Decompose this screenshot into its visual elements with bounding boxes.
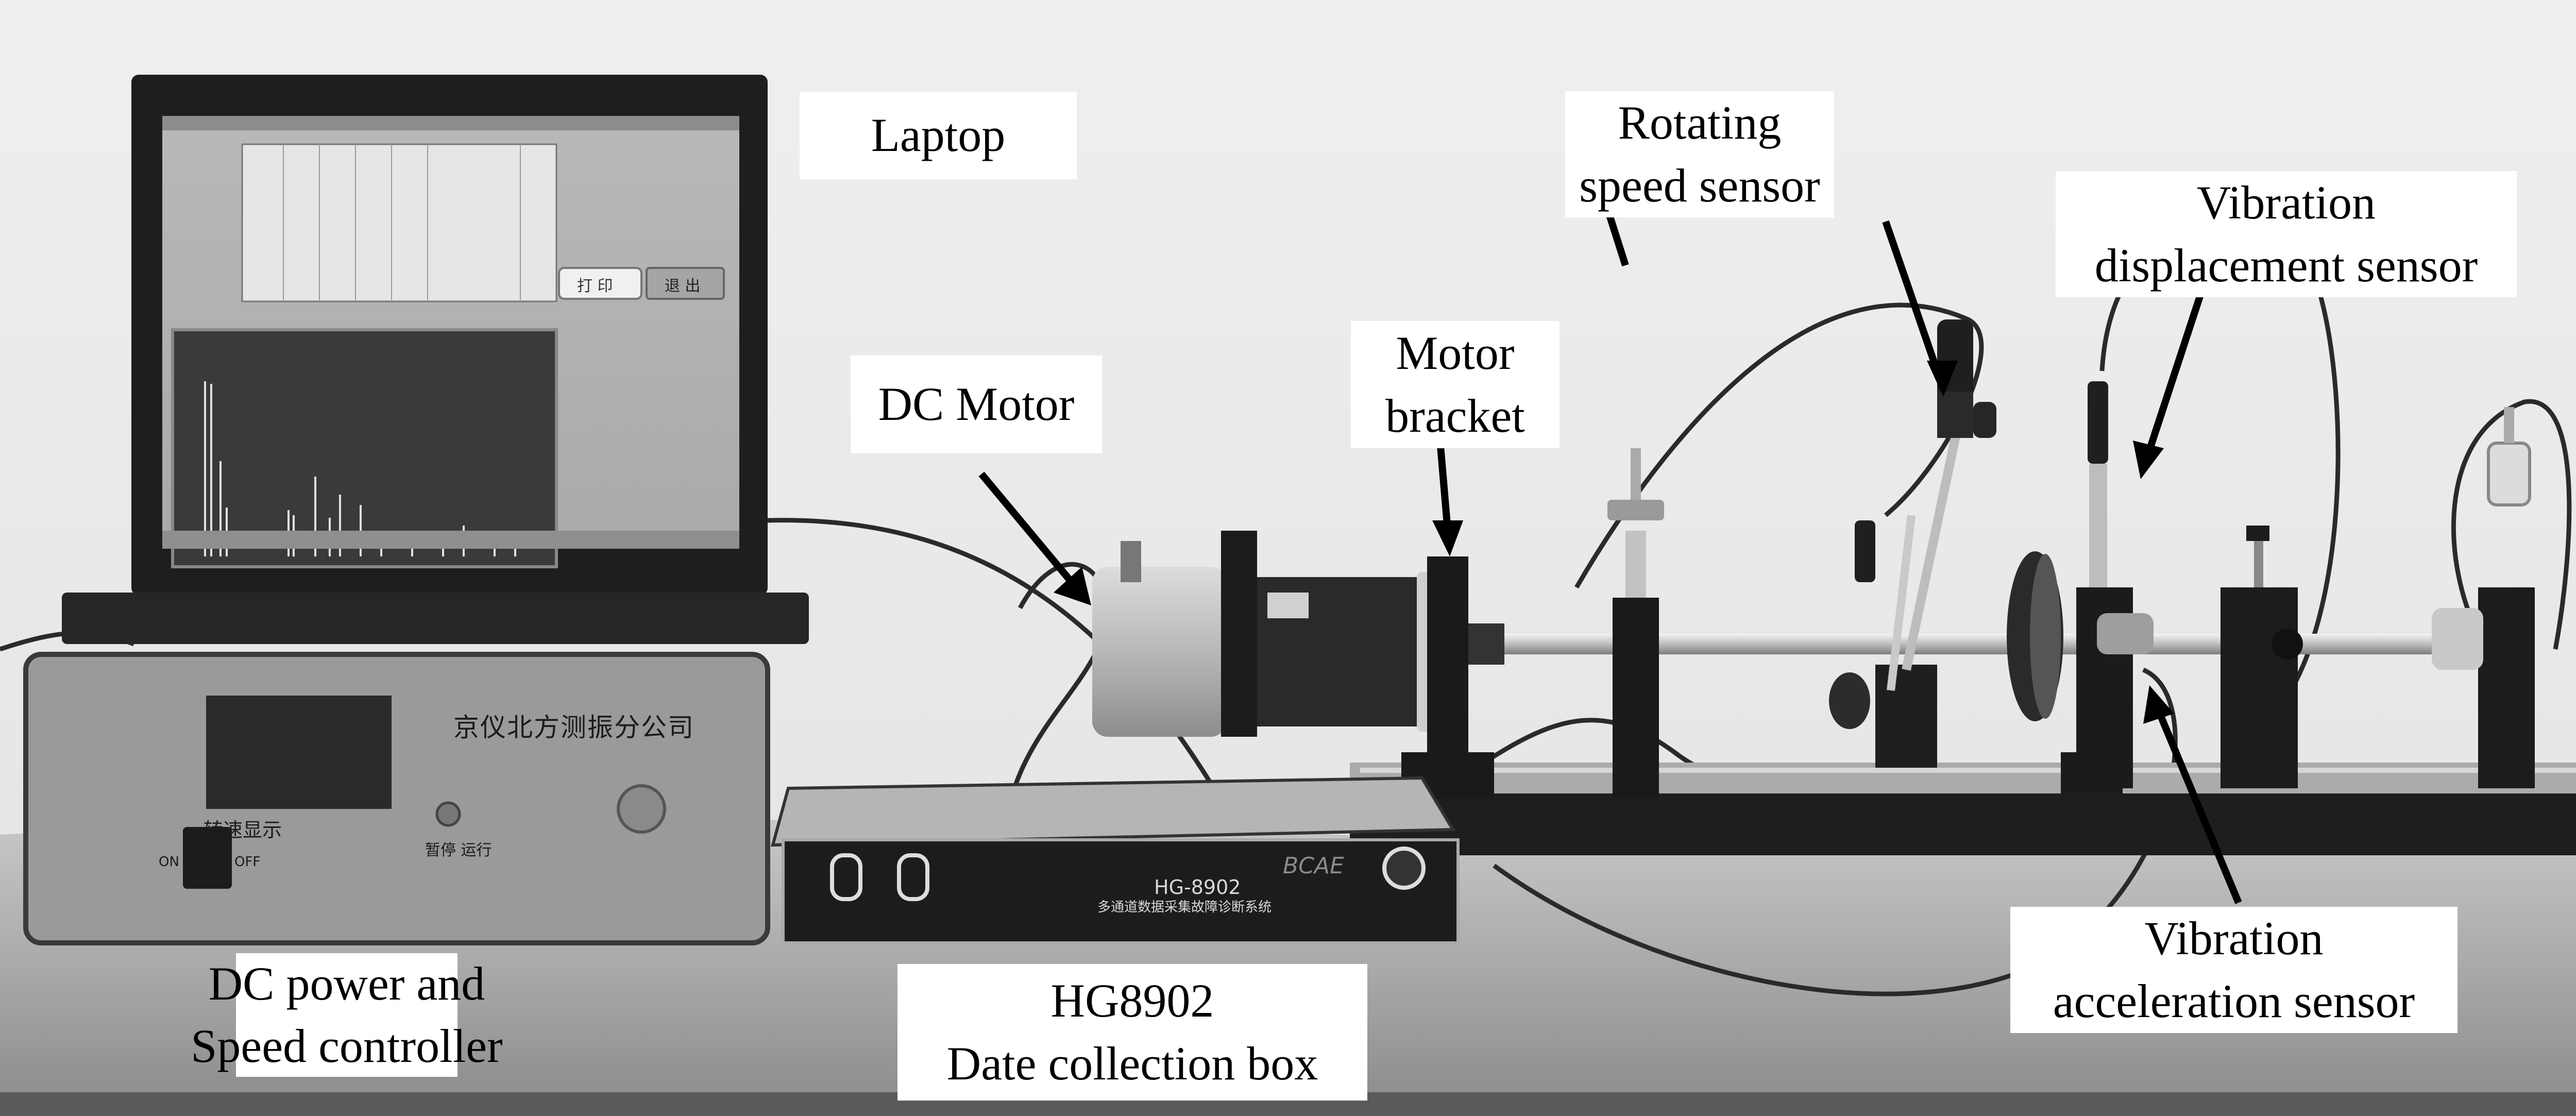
rotor-disk-rim: [2030, 554, 2061, 719]
dc-power-box: [23, 652, 770, 945]
screen-exit-button: 退 出: [665, 277, 701, 295]
rotor-shaft: [1494, 634, 2514, 654]
speed-sensor-stand: [1829, 319, 1996, 768]
label-hg8902-line2: Date collection box: [946, 1037, 1318, 1090]
switch-off-label: OFF: [234, 854, 261, 870]
arrow-displacement-head: [2133, 441, 2164, 479]
daq-model: HG-8902: [1154, 876, 1241, 899]
label-laptop: Laptop: [800, 92, 1077, 179]
label-rotating-speed-sensor: Rotating speed sensor: [1565, 91, 1834, 217]
bearing-support-1: [1607, 448, 1664, 799]
label-dc-power-line2: Speed controller: [191, 1020, 503, 1072]
displacement-sensor-probe: [2088, 381, 2108, 587]
daq-brand: BCAE: [1283, 853, 1344, 879]
power-switch: [183, 827, 232, 889]
bearing-support-2: [2061, 587, 2154, 793]
label-motor-bracket-line2: bracket: [1385, 389, 1525, 442]
label-vibration-acceleration-line1: Vibration: [2144, 912, 2324, 965]
label-hg8902-line1: HG8902: [1050, 974, 1214, 1027]
pause-run-knob: [435, 801, 461, 827]
label-rotating-speed-sensor-line2: speed sensor: [1579, 159, 1820, 212]
pause-run-label: 暂停 运行: [425, 841, 492, 859]
label-vibration-displacement-line1: Vibration: [2196, 176, 2376, 229]
switch-on-label: ON: [159, 854, 179, 870]
print-button-shape: [558, 267, 642, 300]
bearing-support-4: [2432, 407, 2535, 788]
speed-display-label: 转速显示: [204, 819, 282, 841]
speed-display-window: [206, 696, 392, 809]
label-vibration-displacement-line2: displacement sensor: [2094, 239, 2478, 292]
label-rotating-speed-sensor-line1: Rotating: [1618, 96, 1782, 149]
label-dc-motor: DC Motor: [851, 356, 1102, 453]
rig-base-rail: [1350, 763, 2576, 855]
motor-bracket: [1401, 556, 1504, 799]
label-vibration-acceleration-line2: acceleration sensor: [2053, 974, 2415, 1027]
laptop-keyboard-base: [62, 593, 809, 644]
screen-print-button: 打 印: [577, 277, 613, 295]
label-dc-power-speed-controller: DC power and Speed controller: [191, 953, 503, 1077]
arrow-speed-sensor-head: [1927, 361, 1958, 397]
label-motor-bracket-line1: Motor: [1396, 327, 1515, 380]
arrow-bracket-head: [1432, 520, 1463, 556]
daq-subtitle: 多通道数据采集故障诊断系统: [1097, 900, 1272, 915]
label-dc-power-line1: DC power and: [208, 957, 485, 1010]
power-box-brand: 京仪北方测振分公司: [453, 713, 694, 742]
label-laptop-text: Laptop: [871, 109, 1006, 162]
bearing-support-3: [2221, 526, 2303, 788]
label-vibration-acceleration-sensor: Vibration acceleration sensor: [2010, 907, 2458, 1033]
screen-table: [241, 143, 557, 302]
daq-box: [771, 776, 1460, 944]
label-hg8902-box: HG8902 Date collection box: [897, 964, 1367, 1101]
label-motor-bracket: Motor bracket: [1351, 321, 1560, 448]
arrow-dc-motor-head: [1054, 567, 1091, 605]
label-vibration-displacement-sensor: Vibration displacement sensor: [2056, 171, 2517, 297]
exit-button-shape: [646, 267, 725, 300]
callout-arrows: [978, 207, 2242, 904]
spectrum-plot: [171, 328, 558, 568]
laptop: [62, 75, 809, 644]
speed-adjust-knob: [617, 784, 666, 834]
label-dc-motor-text: DC Motor: [878, 378, 1075, 431]
arrow-acceleration-head: [2143, 685, 2174, 724]
dc-motor: [1092, 531, 1443, 737]
